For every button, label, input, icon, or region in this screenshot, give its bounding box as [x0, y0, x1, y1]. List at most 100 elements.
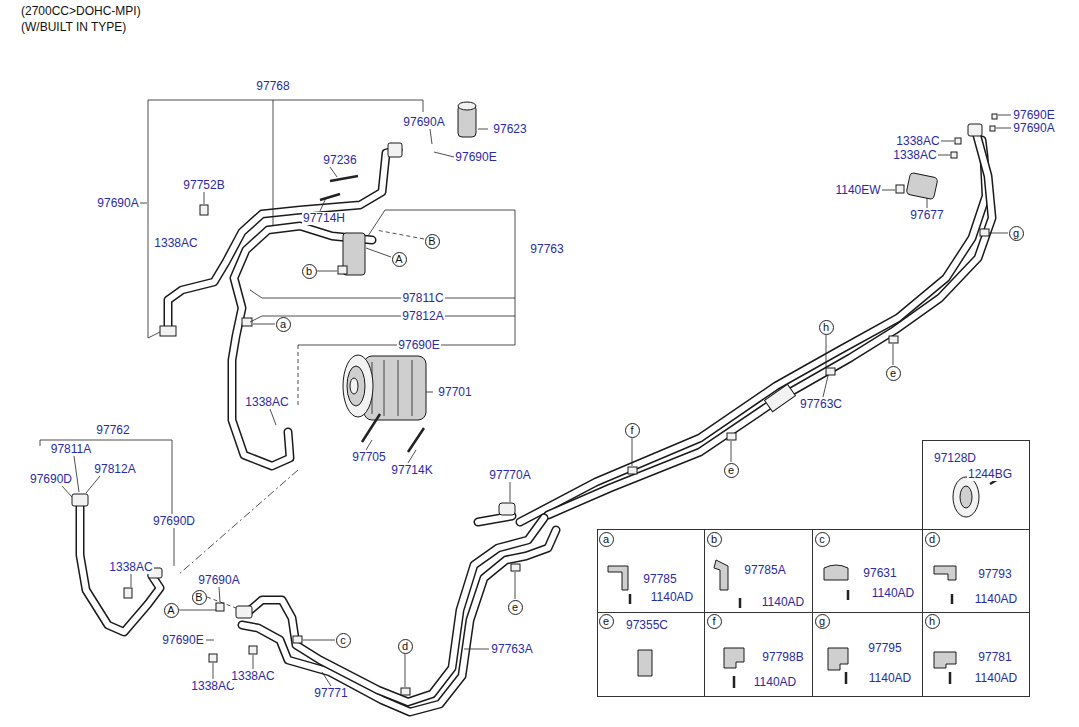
callout-circle: A — [164, 603, 179, 618]
callout-circle: g — [1009, 226, 1024, 241]
callout-circle: e — [724, 463, 739, 478]
callout-number: 97690E — [454, 151, 497, 164]
callout-circle: A — [392, 252, 407, 267]
callout-number: 97714K — [390, 464, 433, 477]
callout-letter: g — [819, 616, 825, 627]
callout-number: 1338AC — [895, 135, 940, 148]
callout-circle: e — [508, 600, 523, 615]
callout-circle: d — [925, 532, 940, 547]
callout-number: 97714H — [302, 212, 346, 225]
callout-number: 1338AC — [230, 670, 275, 683]
callout-number: 97763 — [529, 243, 564, 256]
legend-cell: 97781 1140AD h — [922, 612, 1030, 697]
legend-cell: 97631 1140AD c — [812, 529, 923, 613]
part-number: 1140AD — [753, 676, 797, 689]
callout-letter: d — [929, 534, 935, 545]
callout-number: 1338AC — [153, 237, 198, 250]
callout-circle: f — [707, 614, 722, 629]
callout-number: 97690A — [1012, 122, 1055, 135]
callout-circle: c — [815, 532, 830, 547]
part-number: 97795 — [867, 642, 902, 655]
part-number: 97798B — [761, 651, 804, 664]
callout-number: 97811A — [50, 443, 92, 456]
callout-number: 97705 — [351, 451, 386, 464]
callout-number: 97812A — [93, 463, 136, 476]
callout-number: 97690D — [29, 473, 73, 486]
callout-letter: b — [306, 266, 312, 277]
callout-number: 97677 — [909, 209, 944, 222]
legend-cell: 97785 1140AD a — [597, 529, 705, 613]
callout-number: 97762 — [95, 424, 130, 437]
callout-letter: B — [195, 592, 202, 603]
callout-number: 1338AC — [108, 561, 153, 574]
callout-letter: h — [929, 616, 935, 627]
callout-circle: e — [599, 614, 614, 629]
callout-number: 97701 — [437, 386, 472, 399]
callout-letter: a — [603, 534, 609, 545]
callout-letter: B — [428, 236, 435, 247]
callout-number: 97811C — [401, 292, 444, 305]
callout-letter: A — [167, 605, 174, 616]
callout-number: 97690D — [152, 515, 196, 528]
header-note: (W/BUILT IN TYPE) — [20, 21, 127, 34]
callout-number: 97770A — [488, 469, 531, 482]
callout-number: 1338AC — [190, 680, 235, 693]
callout-letter: c — [340, 635, 346, 646]
callout-letter: h — [823, 322, 829, 333]
part-number: 97355C — [625, 619, 669, 632]
callout-circle: B — [192, 590, 207, 605]
callout-circle: h — [819, 320, 834, 335]
callout-letter: e — [890, 368, 896, 379]
callout-letter: A — [395, 254, 402, 265]
callout-circle: B — [425, 234, 440, 249]
legend-cell: 97128D 1244BG — [922, 440, 1030, 530]
part-number: 1140AD — [974, 672, 1018, 685]
callout-letter: c — [819, 534, 825, 545]
part-number: 1140AD — [974, 593, 1018, 606]
callout-circle: f — [625, 423, 640, 438]
legend-cell: 97785A 1140AD b — [704, 529, 813, 613]
legend-cell: 97355C e — [597, 612, 705, 697]
callout-letter: e — [728, 465, 734, 476]
callout-letter: a — [280, 319, 286, 330]
part-number: 97785 — [642, 573, 677, 586]
callout-letter: f — [630, 425, 633, 436]
header-note: (2700CC>DOHC-MPI) — [20, 5, 142, 18]
callout-letter: g — [1013, 228, 1019, 239]
part-number: 1140AD — [761, 596, 805, 609]
part-number: 97785A — [743, 564, 786, 577]
callout-letter: f — [712, 616, 715, 627]
components — [72, 102, 1000, 695]
callout-number: 1338AC — [244, 396, 289, 409]
part-number: 1140AD — [868, 672, 912, 685]
table-icons — [608, 560, 956, 688]
part-number: 97631 — [862, 567, 897, 580]
part-number: 97793 — [977, 568, 1012, 581]
callout-circle: d — [398, 639, 413, 654]
callout-letter: e — [512, 602, 518, 613]
callout-number: 97752B — [182, 179, 225, 192]
callout-number: 97690A — [197, 574, 240, 587]
callout-number: 97763C — [799, 398, 843, 411]
callout-circle: e — [886, 366, 901, 381]
legend-cell: 97798B 1140AD f — [704, 612, 813, 697]
callout-number: 97690E — [161, 634, 204, 647]
callout-circle: b — [707, 532, 722, 547]
callout-circle: a — [276, 317, 291, 332]
part-number: 1140AD — [650, 591, 694, 604]
callout-letter: e — [603, 616, 609, 627]
legend-cell: 97793 1140AD d — [922, 529, 1030, 613]
callout-number: 97690E — [397, 339, 440, 352]
tubes — [80, 132, 992, 712]
callout-circle: a — [599, 532, 614, 547]
callout-number: 97690E — [1012, 109, 1055, 122]
callout-number: 97690A — [402, 116, 445, 129]
callout-number: 97763A — [490, 643, 533, 656]
callout-number: 1140EW — [834, 184, 881, 197]
part-number: 97128D — [933, 452, 977, 465]
callout-letter: d — [402, 641, 408, 652]
part-number: 1140AD — [871, 587, 915, 600]
part-number: 1244BG — [967, 468, 1013, 481]
part-number: 97781 — [977, 651, 1012, 664]
